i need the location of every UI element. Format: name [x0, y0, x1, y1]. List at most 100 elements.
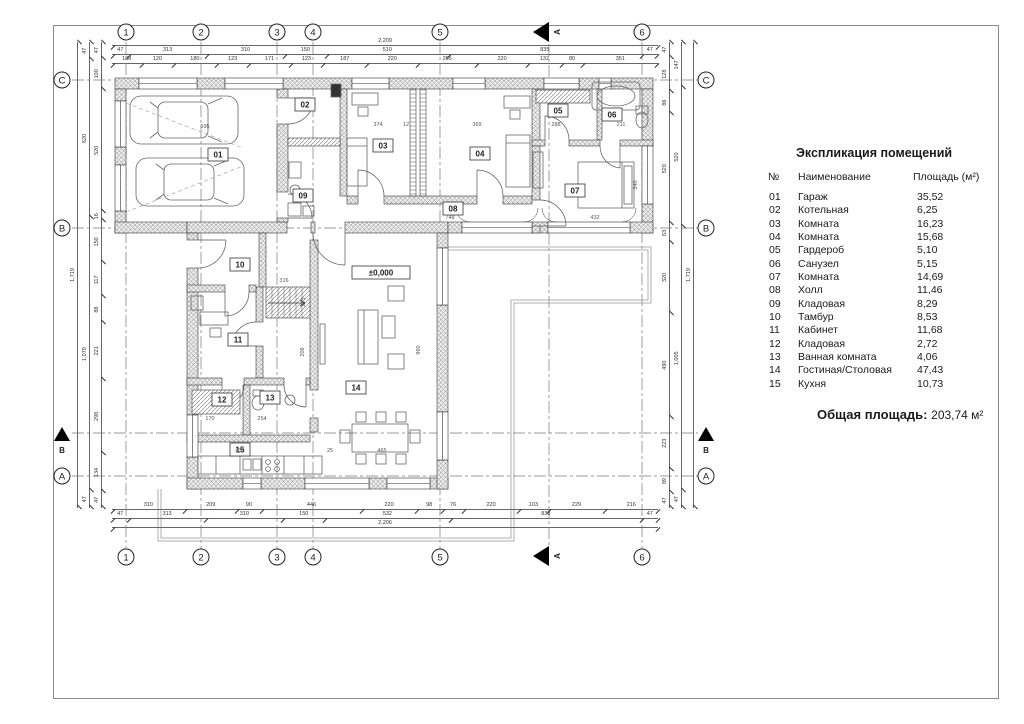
svg-text:C: C	[59, 76, 66, 87]
bed-icon	[577, 161, 635, 209]
car-icon	[129, 95, 239, 145]
dim-top-overall: 2,209	[112, 38, 658, 46]
svg-text:A: A	[553, 553, 562, 559]
svg-text:254: 254	[257, 416, 266, 422]
svg-text:4: 4	[310, 553, 315, 564]
windows	[114, 77, 654, 490]
room-schedule: Экспликация помещений № Наименование Пло…	[762, 146, 1014, 422]
svg-text:4: 4	[310, 28, 315, 39]
bed-icon	[346, 137, 368, 187]
dim-value: 520	[662, 113, 670, 224]
room-name: Ванная комната	[798, 351, 877, 364]
dim-value: 128	[662, 57, 670, 92]
room-number: 10	[769, 311, 781, 324]
dim-value: 134	[94, 453, 102, 492]
room-area: 16,23	[917, 217, 944, 230]
dim-bottom-overall: 2,206	[112, 520, 658, 528]
room-name: Комната	[798, 231, 840, 244]
schedule-row: 02 Котельная 6,25	[762, 204, 1014, 217]
room-labels: 01 02 03 04 05 06 07 08 09 10 11 12 13 1…	[207, 97, 623, 457]
room-area: 14,69	[917, 271, 944, 284]
room-name: Гараж	[798, 191, 828, 203]
room-number: 02	[769, 204, 781, 217]
dim-value: 47	[662, 42, 670, 58]
dim-value: 117	[94, 262, 102, 297]
boiler-icon	[330, 83, 342, 98]
toilet-icon	[635, 105, 649, 129]
svg-text:374: 374	[373, 122, 382, 128]
schedule-row: 04 Комната 15,68	[762, 231, 1014, 244]
dim-value: 63	[662, 223, 670, 243]
room-name: Тамбур	[798, 311, 834, 324]
col-header-num: №	[768, 171, 780, 183]
room-area: 2,72	[917, 337, 938, 350]
svg-text:436: 436	[235, 448, 244, 454]
stairs-icon	[265, 286, 311, 319]
room-name: Кабинет	[798, 324, 838, 337]
svg-text:2: 2	[198, 28, 203, 39]
svg-text:3: 3	[274, 28, 279, 39]
svg-text:273: 273	[301, 297, 307, 306]
svg-text:6: 6	[639, 28, 644, 39]
dim-value: 835	[450, 511, 642, 519]
room-name: Кухня	[798, 377, 827, 390]
schedule-row: 07 Комната 14,69	[762, 271, 1014, 284]
walls	[114, 77, 654, 490]
schedule-row: 14 Гостиная/Столовая 47,43	[762, 364, 1014, 377]
dim-value: 1,005	[674, 226, 682, 491]
svg-text:5: 5	[437, 28, 442, 39]
section-marker-b-right: B	[698, 427, 714, 455]
dim-value: 2,206	[112, 520, 658, 528]
tv-icon	[319, 323, 326, 365]
svg-text:B: B	[59, 446, 65, 455]
room-area: 35,52	[917, 191, 944, 203]
dim-value: 89	[662, 469, 670, 493]
dim-value: 510	[326, 47, 449, 55]
dim-value: 221	[94, 322, 102, 380]
svg-text:748: 748	[445, 215, 454, 221]
svg-text:13: 13	[266, 394, 275, 403]
svg-text:09: 09	[299, 192, 308, 201]
svg-text:211: 211	[617, 122, 626, 128]
room-area: 47,43	[917, 364, 944, 377]
svg-text:02: 02	[301, 101, 310, 110]
dim-value: 123	[216, 56, 249, 64]
room-number: 05	[769, 244, 781, 257]
dim-value: 520	[94, 89, 102, 212]
schedule-title: Экспликация помещений	[796, 146, 953, 160]
svg-text:1: 1	[123, 28, 128, 39]
svg-text:170: 170	[205, 416, 214, 422]
room-number: 07	[769, 271, 781, 284]
schedule-header: № Наименование Площадь (м²)	[762, 171, 1014, 183]
dim-value: 351	[582, 56, 658, 64]
dim-value: 310	[206, 47, 285, 55]
room-name: Гостиная/Столовая	[798, 364, 892, 377]
dim-value: 150	[282, 511, 325, 519]
dim-value: 220	[476, 56, 528, 64]
svg-text:07: 07	[571, 187, 580, 196]
room-number: 15	[769, 377, 781, 390]
dim-value: 150	[284, 47, 327, 55]
dim-value: 47	[662, 492, 670, 508]
kitchen-counter-icon	[197, 455, 323, 475]
dim-value: 532	[324, 511, 451, 519]
dim-value: 220	[361, 502, 417, 510]
dim-value: 16	[94, 211, 102, 221]
svg-text:A: A	[703, 472, 710, 483]
dim-value: 180	[173, 56, 217, 64]
svg-text:432: 432	[590, 215, 599, 221]
room-area: 10,73	[917, 377, 944, 390]
dim-value: 47	[94, 491, 102, 508]
schedule-rows: 01 Гараж 35,52 02 Котельная 6,25 03 Комн…	[762, 191, 1014, 391]
dim-value: 150	[94, 220, 102, 263]
svg-text:C: C	[703, 76, 710, 87]
room-area: 11,46	[917, 284, 943, 297]
schedule-row: 10 Тамбур 8,53	[762, 311, 1014, 324]
col-header-area: Площадь (м²)	[913, 171, 980, 183]
